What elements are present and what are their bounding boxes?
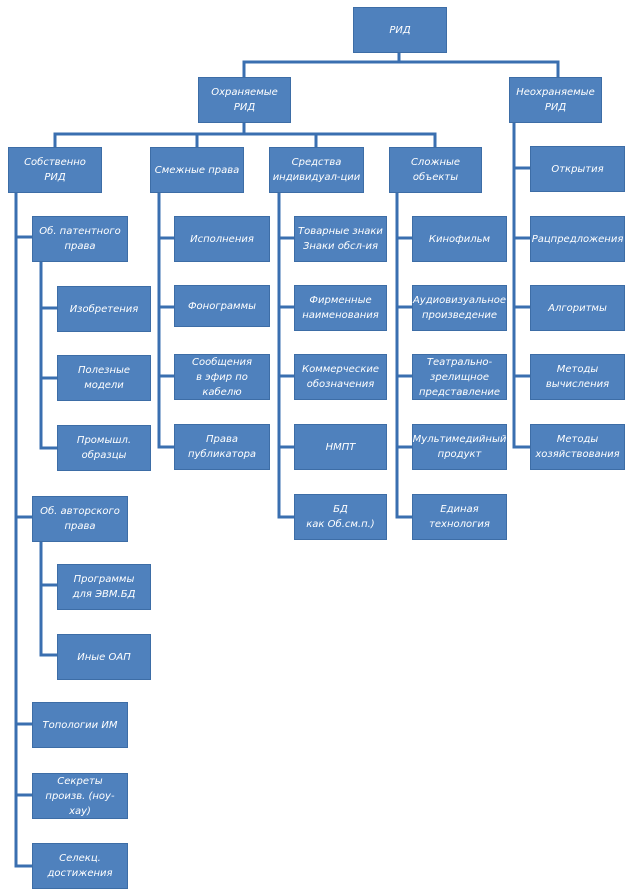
node-multimedia-product: Мультимедийный продукт [412,424,507,470]
node-complex-objects: Сложные объекты [389,147,482,193]
connector-patent [39,260,59,450]
node-discoveries: Открытия [530,146,625,192]
node-computation-methods: Методы вычисления [530,354,625,400]
connector-unprotected [512,121,532,449]
node-trade-names: Фирменные наименования [294,285,387,331]
node-broadcasts: Сообщения в эфир по кабелю [174,354,270,400]
node-industrial-designs: Промышл. образцы [57,425,151,471]
node-individualization: Средства индивидуал-ции [269,147,364,193]
node-ic-topology: Топологии ИМ [32,702,128,748]
node-audiovisual-work: Аудиовизуальное произведение [412,285,507,331]
node-breeding-achievements: Селекц. достижения [32,843,128,889]
node-theatre-performance: Театрально- зрелищное представление [412,354,507,400]
node-performances: Исполнения [174,216,270,262]
connector-copyright [39,540,59,657]
node-protected-rid: Охраняемые РИД [198,77,291,123]
node-trademarks: Товарные знаки Знаки обсл-ия [294,216,387,262]
node-management-methods: Методы хозяйствования [530,424,625,470]
connector-complex [395,191,414,519]
connector-related [157,191,176,449]
node-patent-law-objects: Об. патентного права [32,216,128,262]
connector-protected [53,121,437,149]
node-unified-technology: Единая технология [412,494,507,540]
node-publisher-rights: Права публикатора [174,424,270,470]
node-inventions: Изобретения [57,286,151,332]
node-copyright-objects: Об. авторского права [32,496,128,542]
node-commercial-designations: Коммерческие обозначения [294,354,387,400]
connector-own [14,191,34,868]
node-db-related: БД как Об.см.п.) [294,494,387,540]
node-utility-models: Полезные модели [57,355,151,401]
node-other-oap: Иные ОАП [57,634,151,680]
connector-individualization [277,191,296,519]
node-know-how: Секреты произв. (ноу-хау) [32,773,128,819]
node-phonograms: Фонограммы [174,285,270,327]
node-unprotected-rid: Неохраняемые РИД [509,77,602,123]
node-rationalization: Рацпредложения [530,216,625,262]
node-root: РИД [353,7,447,53]
node-film: Кинофильм [412,216,507,262]
connector-root [242,51,560,79]
node-software-db: Программы для ЭВМ.БД [57,564,151,610]
node-nmpt: НМПТ [294,424,387,470]
node-algorithms: Алгоритмы [530,285,625,331]
node-own-rid: Собственно РИД [8,147,102,193]
node-related-rights: Смежные права [150,147,244,193]
